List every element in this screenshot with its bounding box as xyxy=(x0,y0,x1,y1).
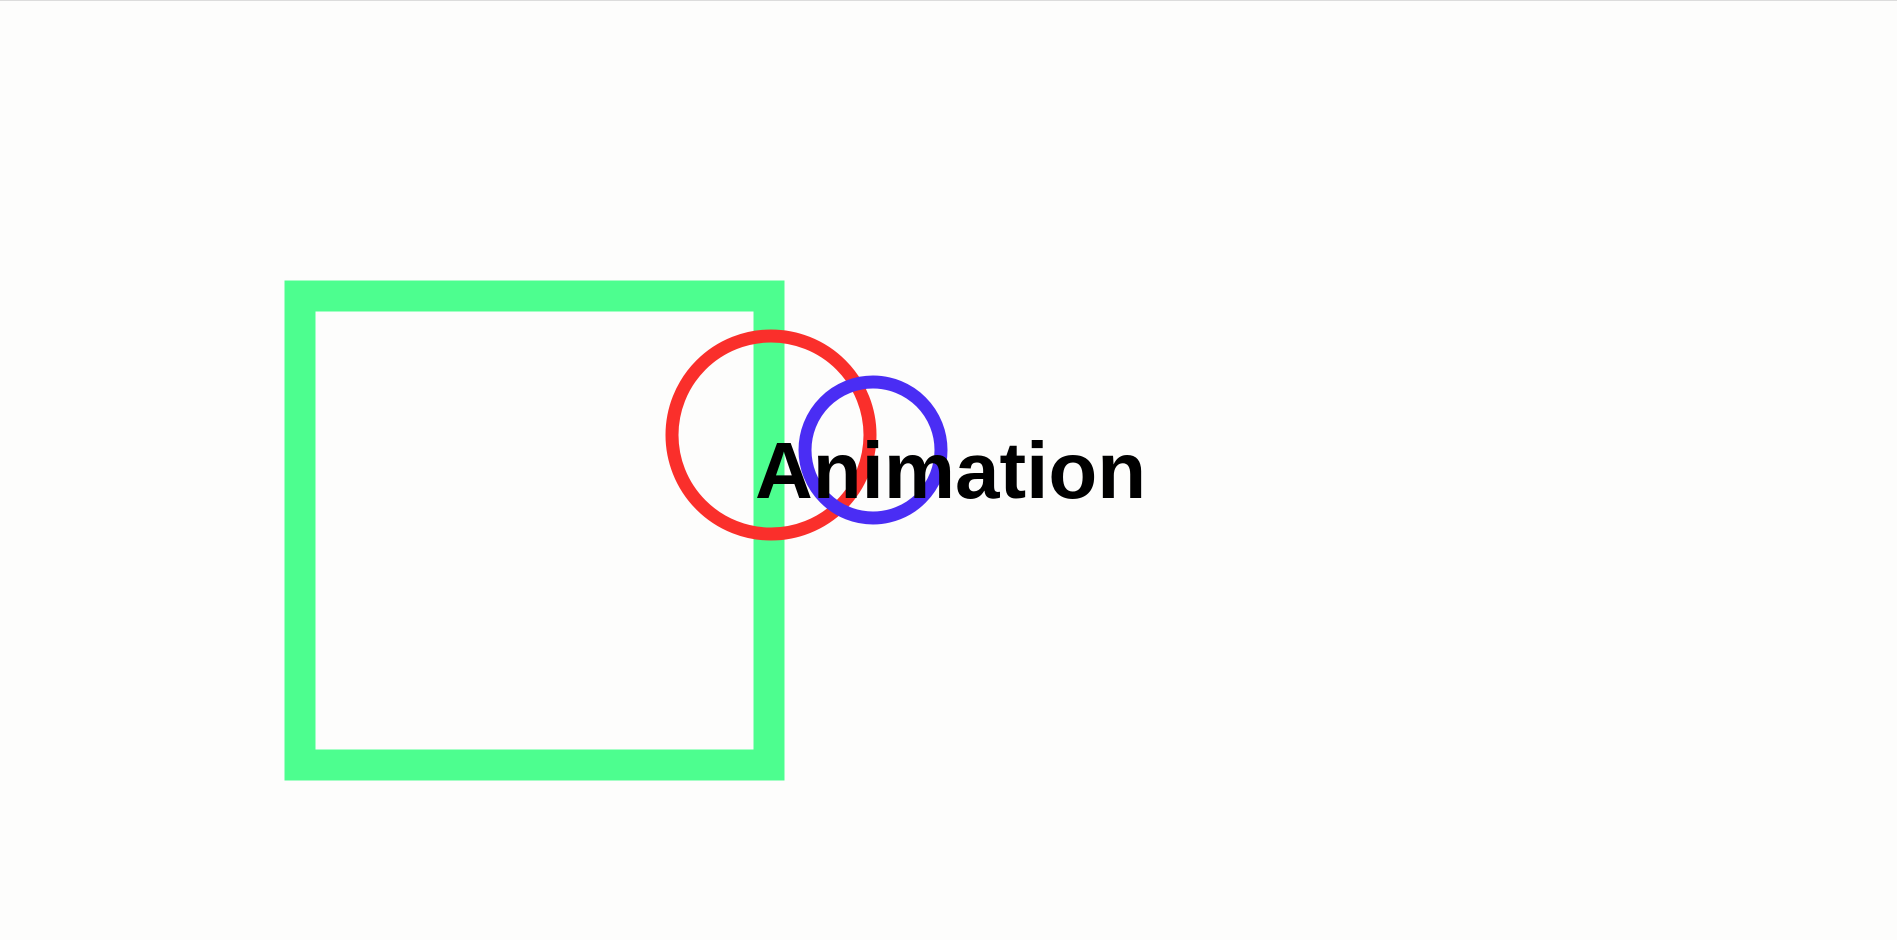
top-border-line xyxy=(0,0,1897,1)
red-circle-outline xyxy=(665,329,877,541)
blue-circle-outline xyxy=(798,375,948,525)
animation-title: Animation xyxy=(755,426,1146,515)
